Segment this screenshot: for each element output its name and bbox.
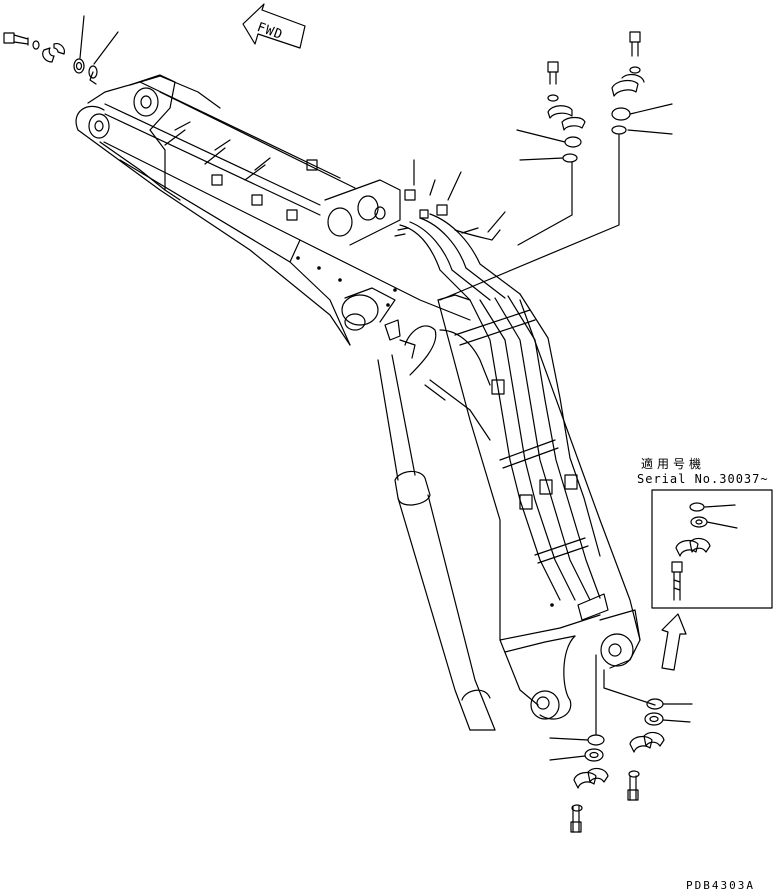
ring-icon xyxy=(584,748,604,762)
split-cap-icon xyxy=(611,79,639,97)
bolt-head-icon xyxy=(671,561,683,573)
arm-pin-boss-icon xyxy=(530,690,560,720)
boom-body xyxy=(75,74,471,346)
leader-line xyxy=(93,31,119,65)
shim-icon xyxy=(88,65,98,79)
bolt-head-icon xyxy=(3,32,15,44)
shim-icon xyxy=(689,502,705,512)
arm-cylinder-boss-icon xyxy=(341,294,379,326)
split-cap-icon xyxy=(675,539,699,557)
shim-icon xyxy=(646,698,664,710)
ring-icon xyxy=(73,58,85,74)
hose-fitting-icon xyxy=(436,204,448,216)
washer-icon xyxy=(628,770,640,778)
split-cap-icon xyxy=(573,771,597,789)
bottom-left-hardware-group xyxy=(549,654,609,833)
split-cap-icon xyxy=(42,47,55,63)
shim-icon xyxy=(611,125,627,135)
serial-number-range: Serial No.30037~ xyxy=(637,472,769,486)
bolt-shank-icon xyxy=(13,34,29,46)
hydraulic-piping xyxy=(394,189,601,601)
inset-serial-box xyxy=(651,489,773,671)
ring-icon xyxy=(644,712,664,726)
top-right-hardware-group xyxy=(413,31,673,301)
washer-icon xyxy=(629,66,641,74)
washer-icon xyxy=(547,94,559,102)
bucket-cylinder-boss-icon xyxy=(600,633,634,667)
washer-icon xyxy=(571,804,583,812)
boom-lower-arm xyxy=(437,294,641,720)
boom-cylinder-pin-icon xyxy=(133,87,159,117)
drawing-code: PDB4303A xyxy=(686,879,755,892)
bolt-head-icon xyxy=(629,31,641,43)
leader-line xyxy=(79,15,85,59)
applicable-serial-title: 適用号機 xyxy=(641,457,706,471)
bolt-head-icon xyxy=(627,789,639,801)
ring-icon xyxy=(564,136,582,148)
fwd-arrow-icon xyxy=(242,3,306,49)
shim-icon xyxy=(562,153,578,163)
washer-icon xyxy=(32,40,40,50)
split-cap-icon xyxy=(629,735,653,753)
split-cap-icon xyxy=(547,105,573,119)
top-left-hardware-group xyxy=(3,15,119,85)
bolt-head-icon xyxy=(570,821,582,833)
ring-icon xyxy=(690,516,708,528)
ring-icon xyxy=(611,107,631,121)
bolt-head-icon xyxy=(547,61,559,73)
shim-icon xyxy=(587,734,605,746)
bottom-right-hardware-group xyxy=(603,669,693,801)
boom-foot-pin-icon xyxy=(88,113,110,139)
hose-fitting-icon xyxy=(404,189,416,201)
boom-cylinder xyxy=(377,354,496,731)
up-arrow-icon xyxy=(661,613,687,671)
